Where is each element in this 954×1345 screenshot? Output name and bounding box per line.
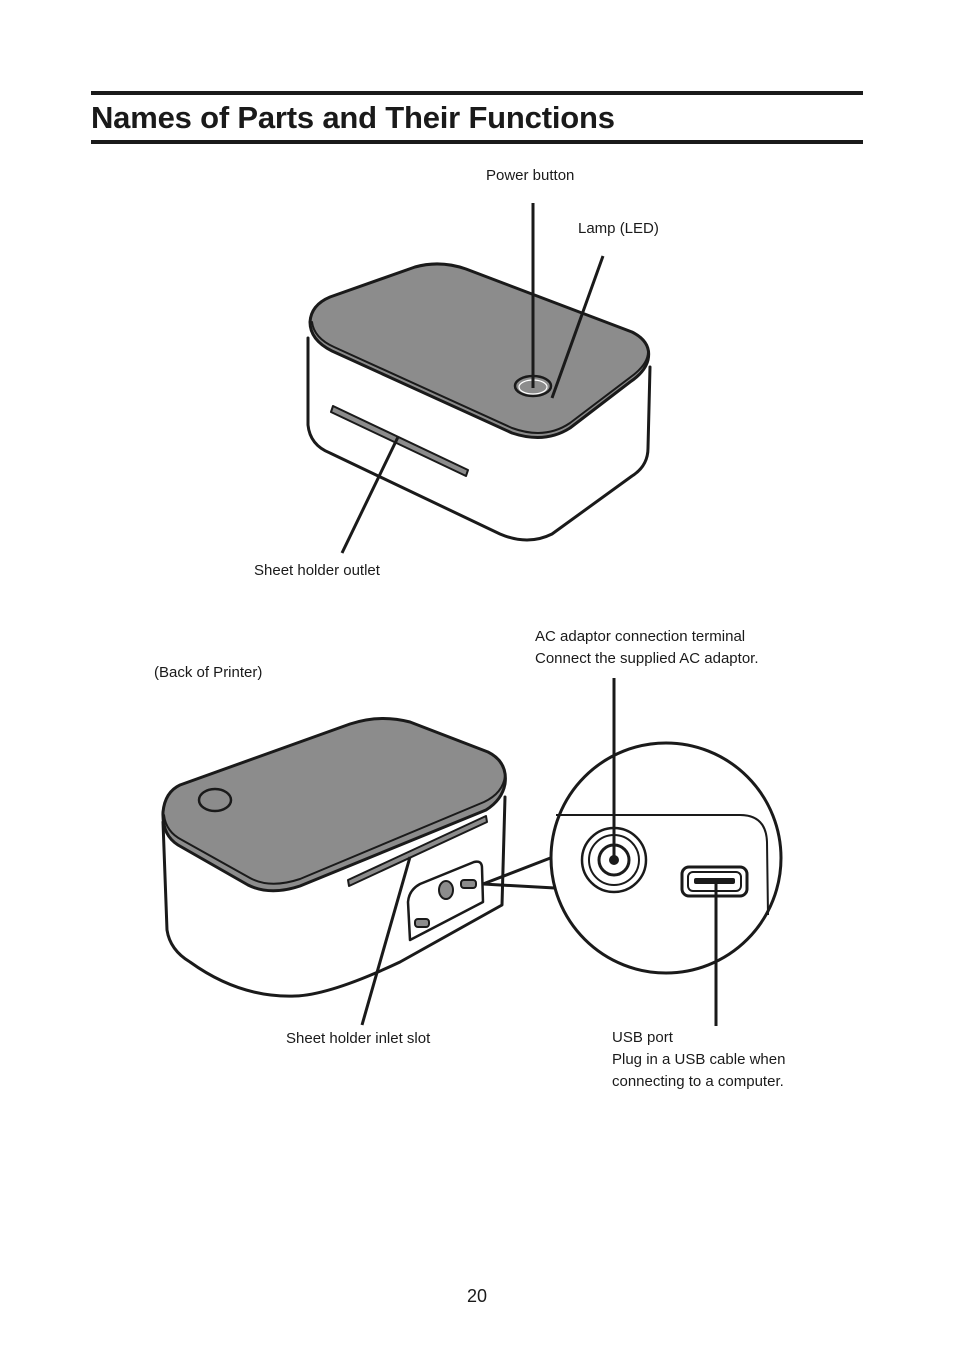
front-printer-lid [308,262,651,439]
ac-terminal-desc: Connect the supplied AC adaptor. [535,650,759,667]
front-printer-figure [306,262,652,542]
title-rule-bottom [91,140,863,144]
usb-port-desc-line2: connecting to a computer. [612,1073,784,1090]
label-inlet-slot: Sheet holder inlet slot [286,1030,431,1047]
page-number: 20 [466,1286,488,1306]
back-printer-figure [161,717,557,998]
label-sheet-outlet: Sheet holder outlet [254,562,380,579]
page-title: Names of Parts and Their Functions [91,100,615,135]
port-zoom-circle [549,741,783,975]
back-printer-lid [161,717,507,893]
ac-terminal-title: AC adaptor connection terminal [535,628,746,645]
leader-inlet-slot [360,856,412,1026]
leader-sheet-outlet [340,436,400,554]
usb-port-title: USB port [612,1029,673,1046]
label-usb-port: USB port Plug in a USB cable when connec… [612,1027,785,1093]
usb-port-desc-line1: Plug in a USB cable when [612,1051,786,1068]
leader-lamp [550,255,605,399]
label-ac-terminal: AC adaptor connection terminal Connect t… [535,626,759,670]
label-lamp: Lamp (LED) [578,220,659,237]
sheet-holder-inlet-slot [347,815,488,887]
title-rule-top [91,91,863,95]
back-view-caption: (Back of Printer) [154,664,263,681]
sheet-holder-outlet-slot [330,405,469,477]
usb-port-icon [680,865,749,898]
label-power-button: Power button [486,167,575,184]
